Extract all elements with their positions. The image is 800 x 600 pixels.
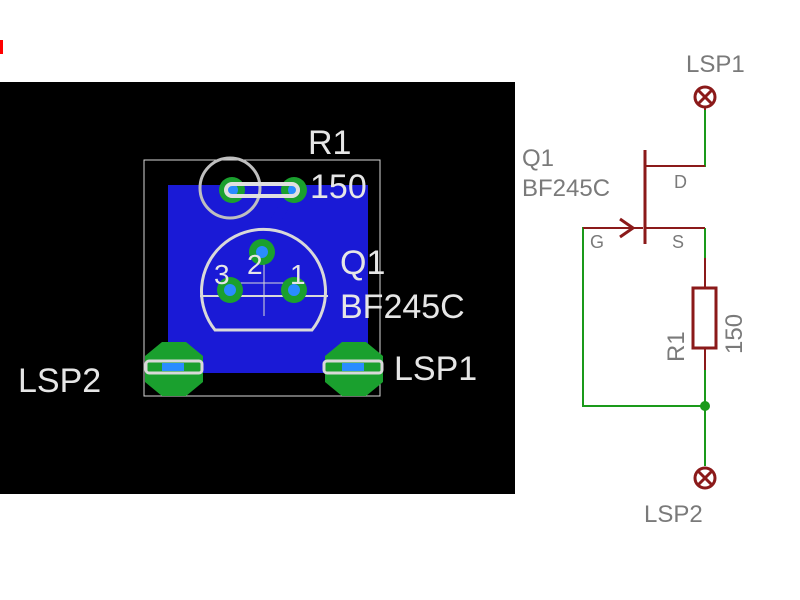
wire-gate-loop [582,227,705,407]
junction-dot [700,401,710,411]
lsp1-pad[interactable] [322,342,384,396]
lsp1-x-2 [696,88,714,106]
lsp2-connector-symbol[interactable] [693,466,717,490]
sch-lsp2-label: LSP2 [644,501,703,528]
sch-r1-value: 150 [721,314,748,354]
lsp2-x-2 [696,469,714,487]
lsp2-silk-bar [144,359,204,375]
q1-pad-2-hole [256,246,268,258]
pcb-lsp1-label: LSP1 [394,350,477,388]
pcb-r1-value: 150 [310,168,367,206]
sch-pin-d: D [674,172,687,192]
r1-footprint[interactable] [198,156,307,220]
lsp1-hole [342,363,364,371]
wire-drain-lsp1 [645,110,706,167]
lsp2-hole [162,363,184,371]
r1-silk-ring [198,156,262,220]
sch-lsp1-label: LSP1 [686,51,745,78]
lsp2-ring [693,466,717,490]
pcb-pin-3-label: 3 [214,259,230,290]
pcb-lsp2-label: LSP2 [18,362,101,400]
lsp1-silk-bar [322,359,384,375]
board-top-strip [0,82,515,87]
red-marker [0,40,3,54]
q1-pad-1-hole [288,284,300,296]
q1-jfet-symbol[interactable] [583,150,705,244]
pcb-q1-name: Q1 [340,244,385,282]
pcb-pin-2-label: 2 [247,249,263,280]
r1-resistor-symbol[interactable] [691,258,718,370]
q1-pad-3-hole [224,284,236,296]
sch-r1-name: R1 [663,331,690,362]
pcb-view[interactable]: R1 150 Q1 BF245C 3 2 1 LSP2 LSP1 [0,82,515,494]
pcb-r1-name: R1 [308,124,351,162]
sch-q1-name: Q1 [522,145,554,172]
lsp1-ring [693,85,717,109]
r1-body-silk [224,182,300,198]
lsp1-connector-symbol[interactable] [693,85,717,110]
r1-body [691,286,718,350]
board-outline [143,159,381,397]
lsp2-pad[interactable] [144,342,204,396]
sch-q1-value: BF245C [522,175,610,202]
schematic-view[interactable]: LSP1 Q1 BF245C D G S R1 150 LSP2 [522,51,748,528]
q1-gate-arrow [619,217,636,239]
sch-pin-s: S [672,232,684,252]
pcb-q1-value: BF245C [340,288,465,326]
sch-pin-g: G [590,232,604,252]
q1-footprint[interactable] [200,227,328,332]
pcb-pin-1-label: 1 [290,259,306,290]
